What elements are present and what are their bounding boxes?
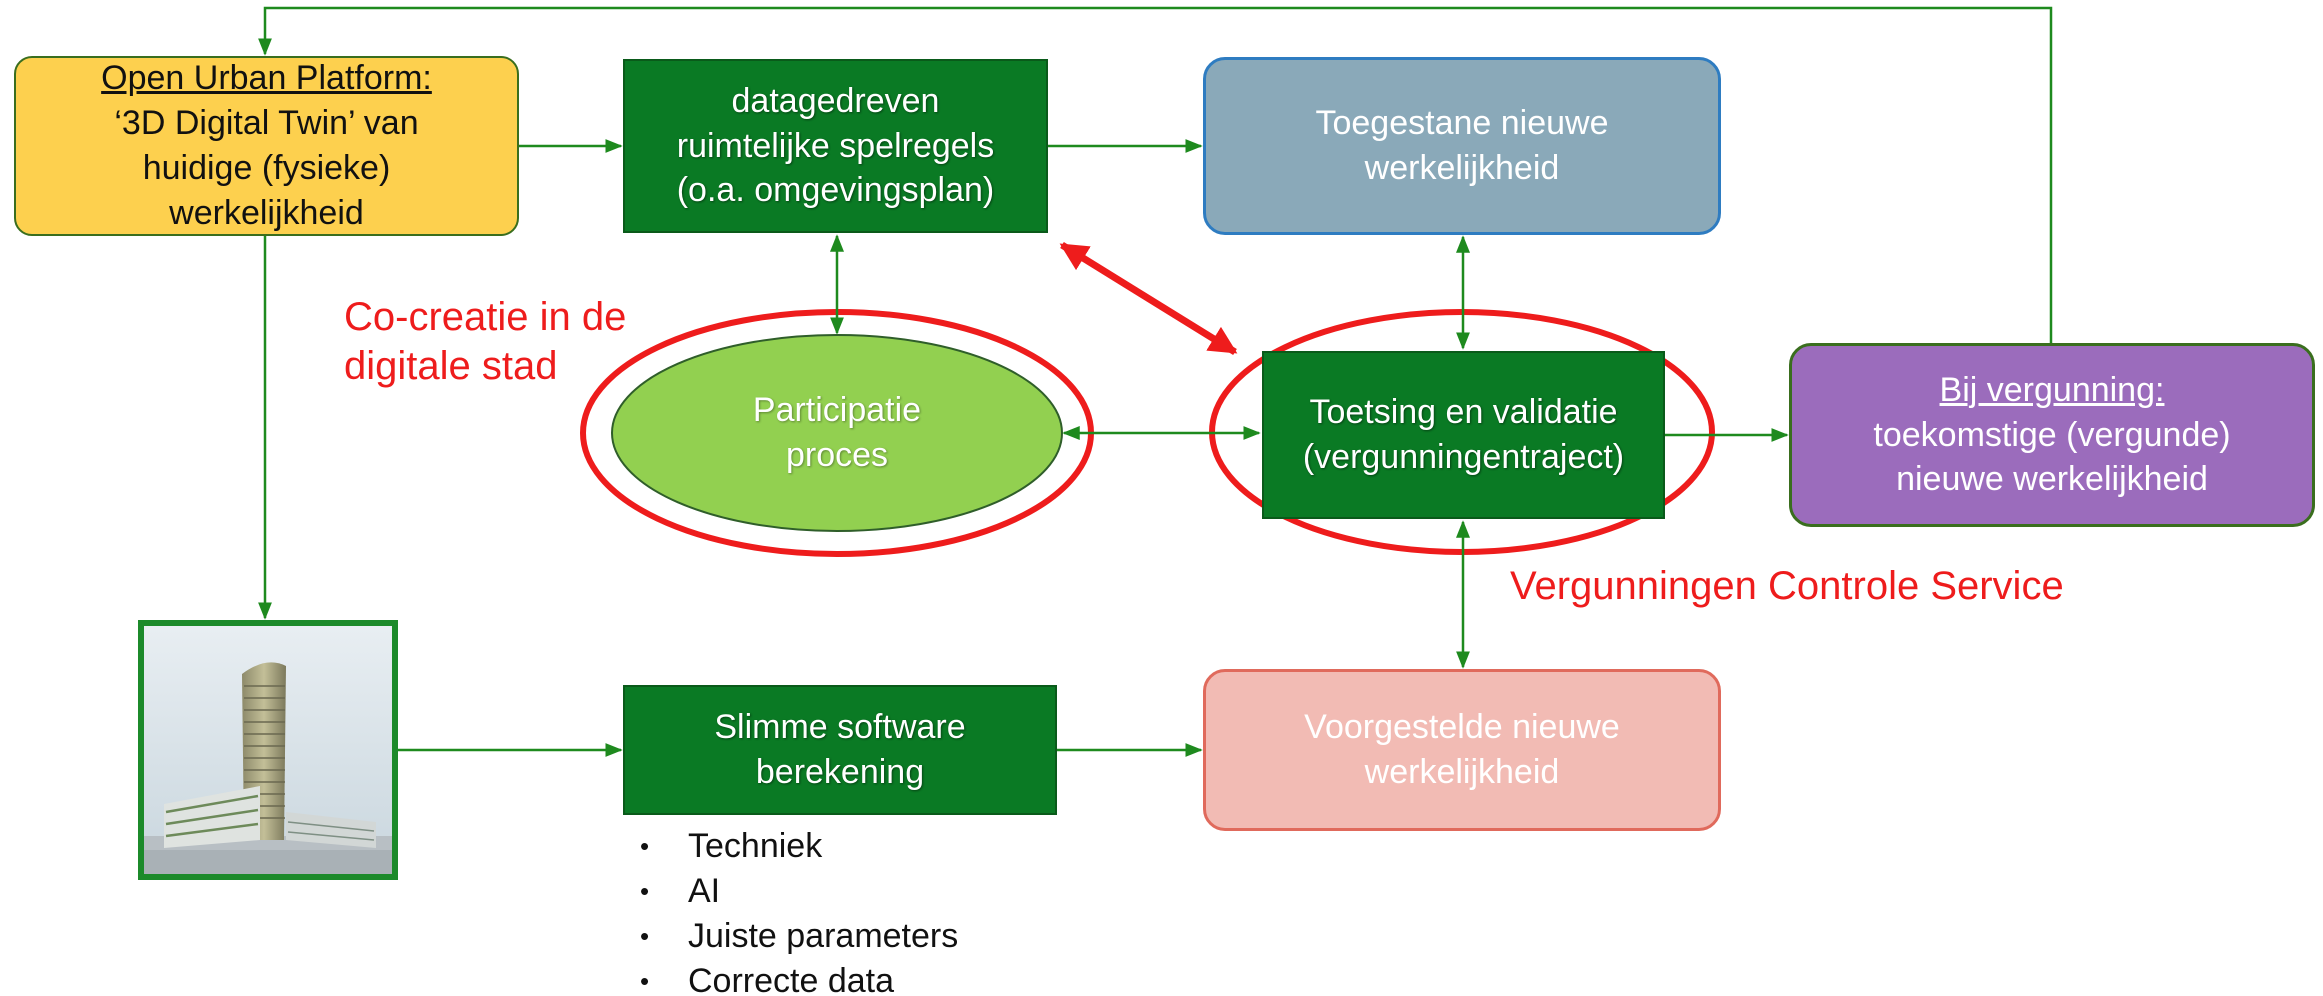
- vergunning-box: Bij vergunning: toekomstige (vergunde) n…: [1789, 343, 2315, 527]
- cocreatie-label: Co-creatie in de digitale stad: [344, 293, 626, 391]
- toegestane-line: werkelijkheid: [1364, 149, 1560, 187]
- voorgestelde-line: Voorgestelde nieuwe: [1304, 708, 1620, 747]
- vergunning-line: toekomstige (vergunde): [1873, 415, 2231, 454]
- software-line: Slimme software: [714, 708, 966, 747]
- building-render-image: [138, 620, 398, 880]
- participatie-label: Participatie proces: [612, 335, 1062, 531]
- list-item: Juiste parameters: [640, 914, 958, 959]
- participatie-ellipse: [611, 334, 1063, 532]
- software-line: berekening: [755, 753, 925, 791]
- slimme-software-box: Slimme software berekening: [623, 685, 1057, 815]
- open-urban-platform-line: huidige (fysieke): [142, 149, 391, 187]
- vergunning-line: nieuwe werkelijkheid: [1896, 460, 2208, 499]
- toetsing-box: Toetsing en validatie (vergunningentraje…: [1262, 351, 1665, 519]
- list-item: Techniek: [640, 824, 958, 869]
- participatie-line: proces: [785, 436, 889, 474]
- vergunningen-controle-service-label: Vergunningen Controle Service: [1510, 564, 2064, 608]
- spelregels-line: datagedreven: [731, 81, 940, 120]
- toetsing-line: Toetsing en validatie: [1309, 393, 1618, 432]
- cocreatie-line: digitale stad: [344, 343, 558, 388]
- spelregels-line: ruimtelijke spelregels: [676, 126, 995, 165]
- cocreatie-line: Co-creatie in de: [344, 295, 627, 339]
- red-double-arrow: [1059, 242, 1238, 355]
- toetsing-line: (vergunningentraject): [1302, 438, 1625, 476]
- vergunning-heading: Bij vergunning:: [1939, 370, 2165, 409]
- open-urban-platform-line: werkelijkheid: [169, 193, 364, 232]
- spelregels-box: datagedreven ruimtelijke spelregels (o.a…: [623, 59, 1048, 233]
- spelregels-line: (o.a. omgevingsplan): [676, 171, 995, 210]
- toegestane-werkelijkheid-box: Toegestane nieuwe werkelijkheid: [1203, 57, 1721, 235]
- open-urban-platform-line: ‘3D Digital Twin’ van: [114, 104, 419, 143]
- open-urban-platform-heading: Open Urban Platform:: [101, 59, 432, 98]
- voorgestelde-werkelijkheid-box: Voorgestelde nieuwe werkelijkheid: [1203, 669, 1721, 831]
- voorgestelde-line: werkelijkheid: [1364, 753, 1560, 791]
- software-criteria-list: Techniek AI Juiste parameters Correcte d…: [640, 824, 958, 996]
- building-render-illustration: [144, 626, 392, 874]
- open-urban-platform-box: Open Urban Platform: ‘3D Digital Twin’ v…: [14, 56, 519, 236]
- feedback-connector: [258, 6, 2053, 343]
- participatie-line: Participatie: [752, 391, 922, 430]
- list-item: AI: [640, 869, 958, 914]
- list-item: Correcte data: [640, 959, 958, 996]
- toegestane-line: Toegestane nieuwe: [1315, 104, 1609, 143]
